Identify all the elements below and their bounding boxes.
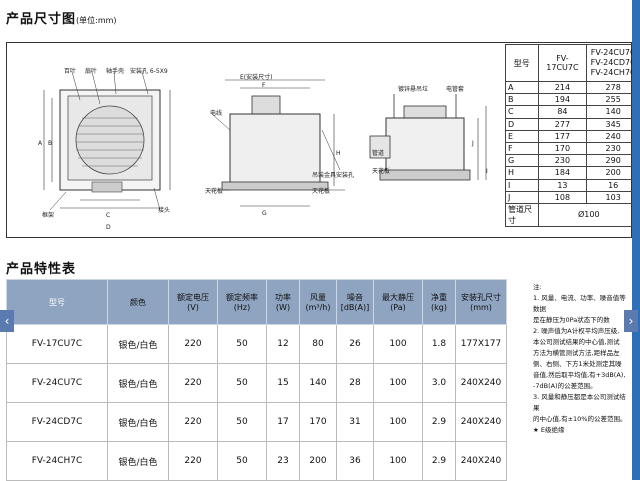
dim-letter-a: A bbox=[38, 140, 43, 147]
spec-table: 型号 颜色 额定电压(V) 额定频率(Hz) 功率(W) 风量(m³/h) 噪音… bbox=[6, 279, 507, 481]
spec-header-weight: 净重(kg) bbox=[422, 279, 456, 325]
dim-letter-j: J bbox=[472, 140, 474, 147]
next-arrow-icon[interactable]: › bbox=[624, 310, 638, 332]
dimensions-table: 型号 FV-17CU7C FV-24CU7C FV-24CD7C FV-24CH… bbox=[505, 44, 640, 227]
prev-arrow-icon[interactable]: ‹ bbox=[0, 310, 14, 332]
front-label-louver: 百叶 bbox=[64, 68, 77, 75]
front-label-connector: 接头 bbox=[158, 207, 171, 214]
front-label-mount-hole: 安装孔 6-5X9 bbox=[130, 68, 168, 75]
spec-title: 产品特性表 bbox=[6, 262, 77, 277]
spec-header-power: 功率(W) bbox=[266, 279, 300, 325]
front-label-fan: 扇叶 bbox=[85, 68, 98, 75]
side-label-g: G bbox=[262, 210, 267, 217]
dim-letter-b: B bbox=[48, 140, 53, 147]
front-label-motor: 轴手壳 bbox=[106, 68, 125, 75]
spec-header-hole-size: 安装孔尺寸(mm) bbox=[455, 279, 507, 325]
side-view-drawing bbox=[210, 79, 345, 207]
dims-footer-label: 管道尺寸 bbox=[505, 202, 539, 227]
dims-header-row: 型号 FV-17CU7C FV-24CU7C FV-24CD7C FV-24CH… bbox=[505, 44, 640, 82]
right-view-drawing bbox=[369, 94, 487, 181]
side-label-wire: 电线 bbox=[210, 110, 223, 117]
dimensions-title: 产品尺寸图(单位:mm) bbox=[6, 12, 117, 27]
side-label-hole: 吊装金具安装孔 bbox=[312, 172, 355, 179]
side-label-ceiling-right: 天花板 bbox=[312, 188, 331, 195]
spec-header-row: 型号 颜色 额定电压(V) 额定频率(Hz) 功率(W) 风量(m³/h) 噪音… bbox=[6, 279, 507, 325]
dim-letter-d: D bbox=[106, 224, 111, 231]
spec-header-airflow: 风量(m³/h) bbox=[299, 279, 337, 325]
dims-footer-row: 管道尺寸 Ø100 bbox=[505, 202, 640, 227]
front-view-drawing bbox=[43, 71, 171, 211]
right-accent-bar bbox=[632, 0, 640, 480]
dims-footer-value: Ø100 bbox=[537, 202, 640, 227]
spec-header-frequency: 额定频率(Hz) bbox=[217, 279, 267, 325]
front-label-frame: 框架 bbox=[42, 212, 55, 219]
spec-header-model: 型号 bbox=[6, 279, 108, 325]
dim-letter-h: H bbox=[336, 150, 341, 157]
dim-letter-c: C bbox=[106, 212, 111, 219]
spec-header-voltage: 额定电压(V) bbox=[168, 279, 218, 325]
dim-letter-f: F bbox=[262, 82, 266, 89]
dims-header-label: 型号 bbox=[505, 44, 539, 82]
right-label-pipe: 电管套 bbox=[446, 86, 465, 93]
dim-letter-i: I bbox=[486, 168, 488, 175]
notes-title: 注: bbox=[533, 283, 542, 291]
spec-header-noise: 噪音[dB(A)] bbox=[336, 279, 374, 325]
right-label-duct: 管道 bbox=[372, 150, 385, 157]
dims-header-col2: FV-24CU7C FV-24CD7C FV-24CH7C bbox=[586, 44, 640, 82]
dims-header-col1: FV-17CU7C bbox=[537, 44, 588, 82]
spec-header-color: 颜色 bbox=[107, 279, 169, 325]
spec-header-static-pressure: 最大静压(Pa) bbox=[373, 279, 423, 325]
side-label-ceiling-left: 天花板 bbox=[205, 188, 224, 195]
side-label-e: E(安装尺寸) bbox=[240, 74, 273, 81]
right-label-ceiling: 天花板 bbox=[372, 168, 391, 175]
right-label-bolt: 镀锌悬吊垃 bbox=[398, 86, 429, 93]
spec-notes: 注: 1. 风量、电流、功率、噪音值等数据 是在静压为0Pa状态下的数 2. 噪… bbox=[533, 282, 629, 436]
